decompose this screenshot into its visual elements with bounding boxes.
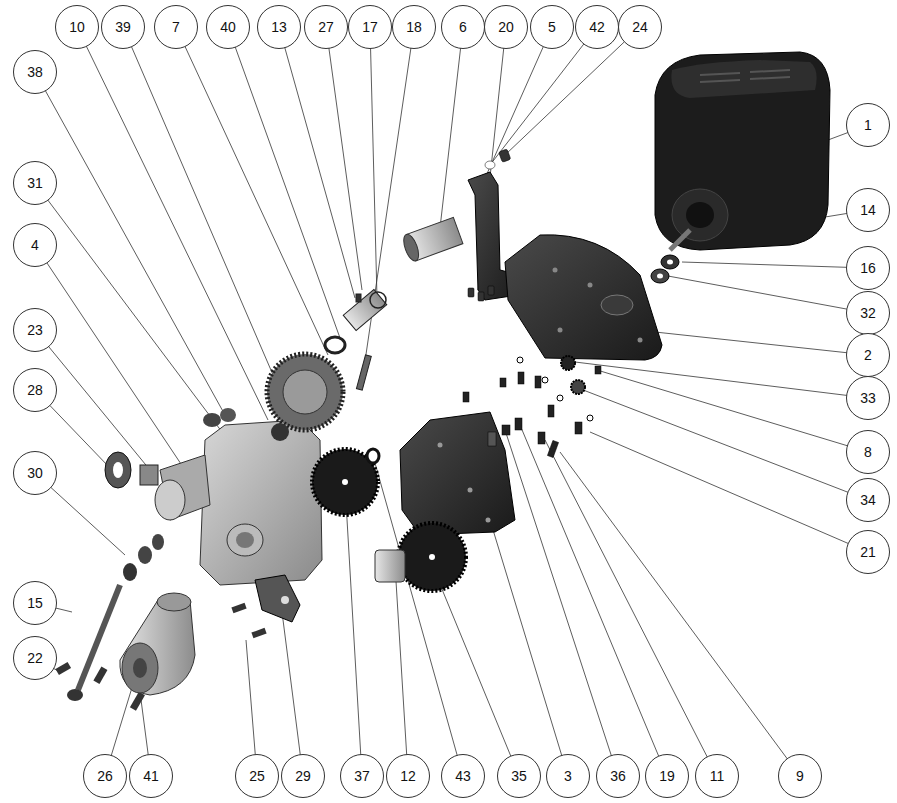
callout-circle: 41 [129,754,173,798]
callout-circle: 14 [846,188,890,232]
callout-number: 13 [271,20,287,34]
callout-number: 26 [97,769,113,783]
callout-circle: 7 [154,5,198,49]
callout-circle: 25 [235,754,279,798]
callout-number: 37 [354,769,370,783]
callout-number: 41 [143,769,159,783]
callout-circle: 37 [340,754,384,798]
callout-circle: 30 [13,451,57,495]
callout-number: 8 [864,445,872,459]
callout-circle: 21 [846,530,890,574]
callout-circle: 15 [13,581,57,625]
callout-number: 23 [27,323,43,337]
callout-number: 1 [864,118,872,132]
callout-number: 11 [710,769,725,783]
callout-circle: 17 [348,5,392,49]
callout-circle: 8 [846,430,890,474]
callout-circle: 33 [846,376,890,420]
callout-circle: 3 [546,754,590,798]
callout-circle: 40 [206,5,250,49]
callout-number: 28 [27,383,43,397]
callout-circle: 35 [497,754,541,798]
callout-circle: 12 [386,754,430,798]
callout-circle: 34 [846,478,890,522]
callout-circle: 42 [575,5,619,49]
callout-number: 25 [249,769,265,783]
callout-number: 16 [860,261,876,275]
callout-number: 39 [115,20,131,34]
callout-number: 27 [318,20,334,34]
drum [120,593,195,695]
callout-circle: 20 [484,5,528,49]
callout-circle: 23 [13,308,57,352]
gearbox-housing [155,408,322,585]
callout-number: 36 [610,769,626,783]
callout-circle: 27 [304,5,348,49]
callout-circle: 6 [441,5,485,49]
callout-number: 15 [27,596,43,610]
callout-circle: 19 [645,754,689,798]
callout-number: 12 [400,769,416,783]
callout-circle: 24 [618,5,662,49]
callout-circle: 38 [13,50,57,94]
callout-number: 22 [27,651,43,665]
leader-lines [35,27,868,776]
callout-number: 17 [362,20,378,34]
callout-number: 9 [796,769,804,783]
callout-circle: 43 [441,754,485,798]
callout-circle: 10 [55,5,99,49]
callout-circle: 2 [846,333,890,377]
callout-number: 30 [27,466,43,480]
callout-circle: 39 [101,5,145,49]
callout-number: 20 [498,20,514,34]
callout-number: 42 [589,20,605,34]
callout-circle: 29 [281,754,325,798]
callout-number: 21 [860,545,876,559]
callout-number: 31 [27,176,43,190]
engine [655,52,830,250]
callout-circle: 31 [13,161,57,205]
callout-number: 33 [860,391,876,405]
callout-number: 24 [632,20,648,34]
callout-circle: 4 [13,223,57,267]
callout-circle: 11 [695,754,739,798]
callout-circle: 28 [13,368,57,412]
callout-number: 2 [864,348,872,362]
callout-number: 32 [860,306,876,320]
callout-number: 6 [459,20,467,34]
callout-number: 40 [220,20,236,34]
callout-number: 43 [455,769,471,783]
callout-number: 38 [27,65,43,79]
callout-circle: 5 [530,5,574,49]
callout-circle: 26 [83,754,127,798]
callout-number: 5 [548,20,556,34]
callout-number: 35 [511,769,527,783]
callout-circle: 1 [846,103,890,147]
callout-number: 19 [659,769,675,783]
callout-circle: 22 [13,636,57,680]
callout-number: 18 [406,20,422,34]
callout-circle: 18 [392,5,436,49]
callout-number: 29 [295,769,311,783]
callout-number: 34 [860,493,876,507]
callout-number: 10 [69,20,85,34]
callout-number: 4 [31,238,39,252]
callout-circle: 13 [257,5,301,49]
callout-circle: 32 [846,291,890,335]
callout-circle: 9 [778,754,822,798]
callout-circle: 36 [596,754,640,798]
callout-number: 3 [564,769,572,783]
callout-number: 7 [172,20,180,34]
callout-number: 14 [860,203,876,217]
callout-circle: 16 [846,246,890,290]
